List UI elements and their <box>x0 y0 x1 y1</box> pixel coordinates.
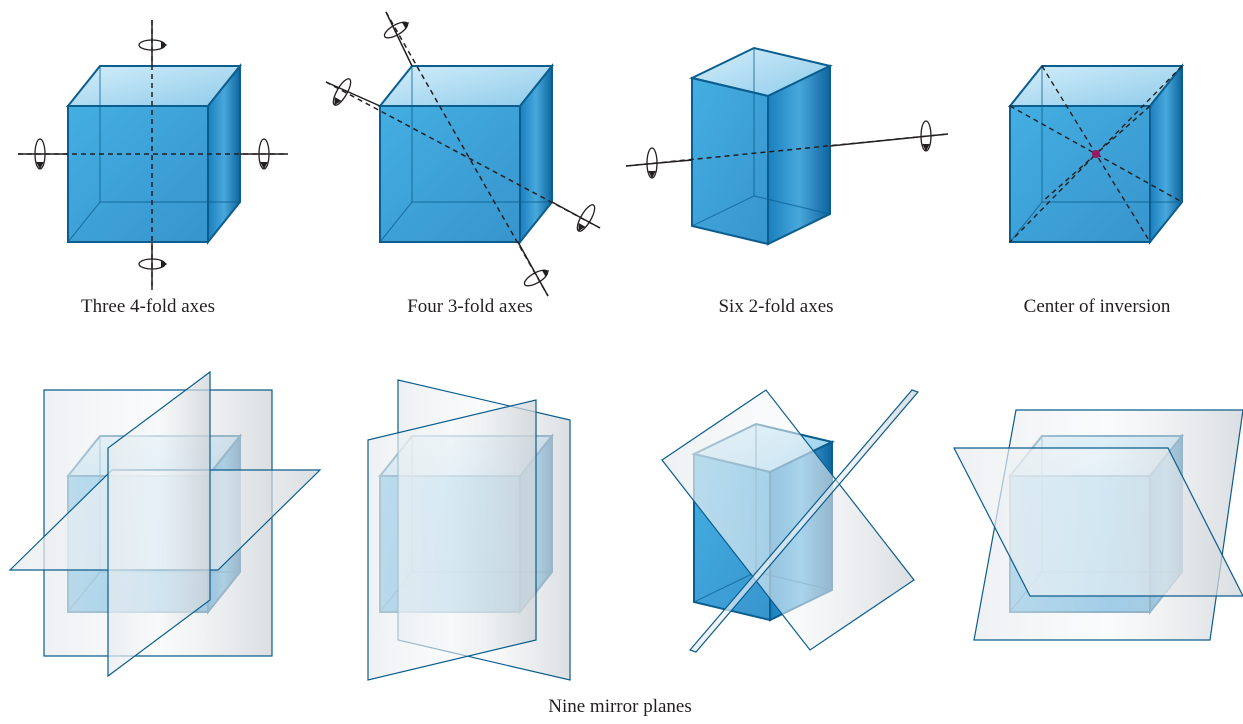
cube-two-fold-axes <box>626 48 948 244</box>
caption-two-fold-axes: Six 2-fold axes <box>718 296 833 318</box>
rotation-arrow-icon <box>522 267 550 289</box>
inversion-center-icon <box>1092 150 1100 158</box>
cube-mirror-planes-2 <box>368 380 570 680</box>
cube-mirror-planes-3 <box>662 390 918 652</box>
rotation-arrow-icon <box>574 203 598 234</box>
caption-mirror-planes: Nine mirror planes <box>548 696 692 718</box>
caption-center-of-inversion: Center of inversion <box>1024 296 1171 318</box>
caption-four-fold-axes: Three 4-fold axes <box>81 296 215 318</box>
cube-mirror-planes-4 <box>954 410 1243 640</box>
cube-center-of-inversion <box>1010 66 1182 242</box>
cube-three-fold-axes <box>326 12 600 296</box>
cube-mirror-planes-1 <box>10 372 320 676</box>
caption-three-fold-axes: Four 3-fold axes <box>407 296 533 318</box>
cube-four-fold-axes <box>18 20 288 290</box>
